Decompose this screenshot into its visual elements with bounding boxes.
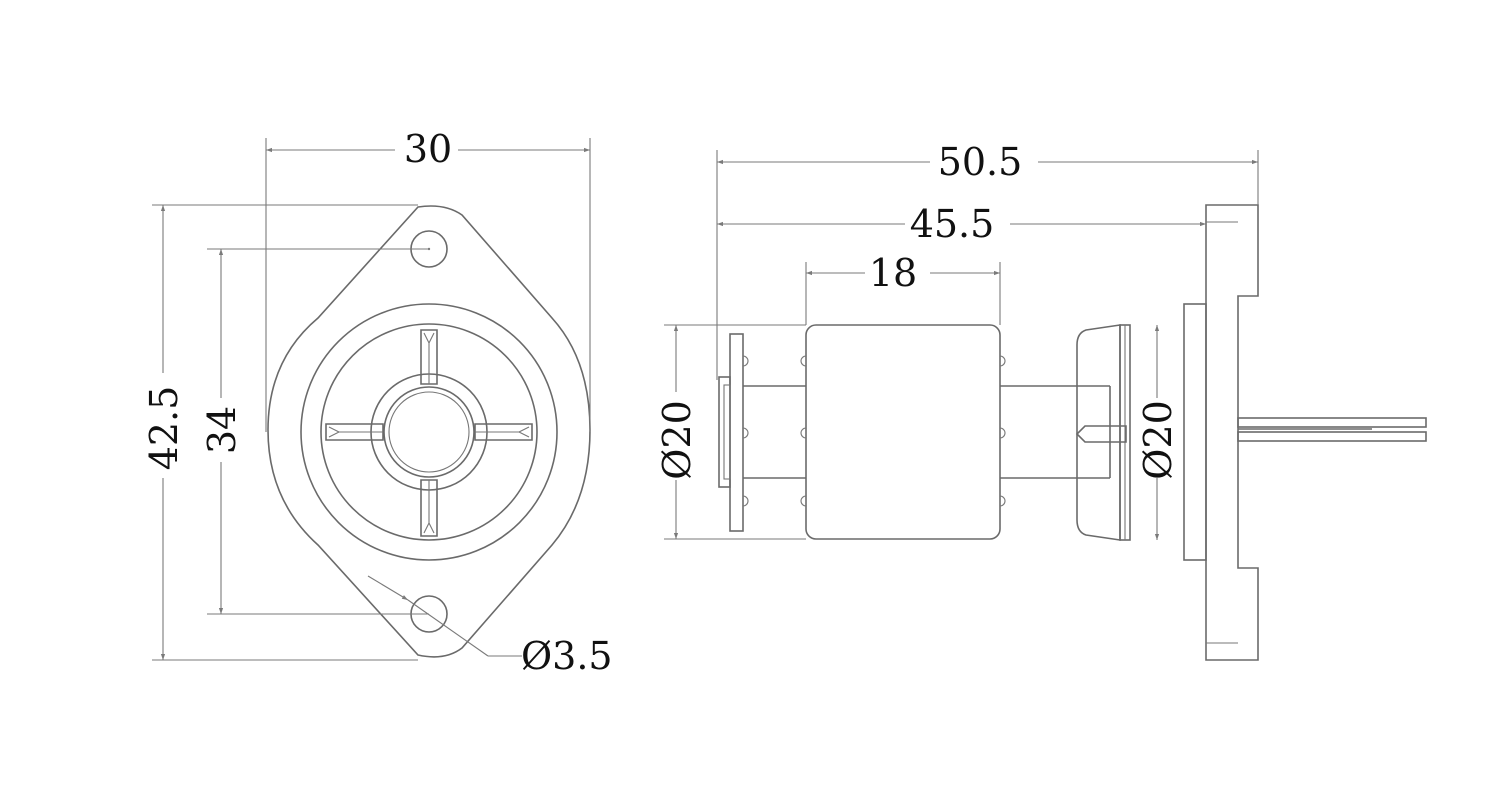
side-view: 50.5 45.5 18 Ø20 Ø20: [655, 140, 1427, 661]
flange-diameter-label: Ø20: [1136, 400, 1180, 480]
hole-diameter-leader: Ø3.5: [367, 575, 613, 678]
body-length-label: 45.5: [910, 202, 995, 246]
coil-diameter-label: Ø20: [655, 400, 699, 480]
dimension-coil-length: 18: [805, 251, 1001, 325]
inner-ring: [370, 373, 488, 491]
dimension-body-length: 45.5: [717, 202, 1206, 246]
mounting-plate: [1183, 204, 1259, 661]
coil-body: [805, 324, 1001, 540]
mounting-flange-outline: [267, 205, 591, 658]
hole-diameter-label: Ø3.5: [521, 634, 613, 678]
dimension-coil-diameter: Ø20: [655, 324, 806, 540]
coil-terminals: [742, 355, 1006, 507]
overall-length-label: 50.5: [938, 140, 1023, 184]
width-label: 30: [404, 127, 452, 171]
dimension-flange-diameter: Ø20: [1136, 325, 1180, 540]
outer-ring: [300, 303, 558, 561]
coil-length-label: 18: [869, 251, 917, 295]
front-view: 30 42.5 34 Ø3.5: [142, 127, 613, 678]
plunger-inner: [388, 391, 470, 473]
hole-spacing-label: 34: [200, 406, 244, 454]
housing-cap: [1075, 324, 1131, 541]
plunger-outer: [383, 386, 475, 478]
cross-ribs: [325, 329, 533, 537]
dimension-hole-spacing: 34: [200, 248, 429, 615]
dimension-height: 42.5: [142, 204, 418, 661]
dimension-overall-length: 50.5: [716, 140, 1259, 380]
lead-wires: [1237, 417, 1427, 442]
dimension-width: 30: [265, 127, 591, 432]
height-label: 42.5: [142, 386, 186, 471]
plunger-stop: [718, 333, 744, 532]
plunger-rod: [743, 385, 1110, 479]
middle-ring: [320, 323, 538, 541]
